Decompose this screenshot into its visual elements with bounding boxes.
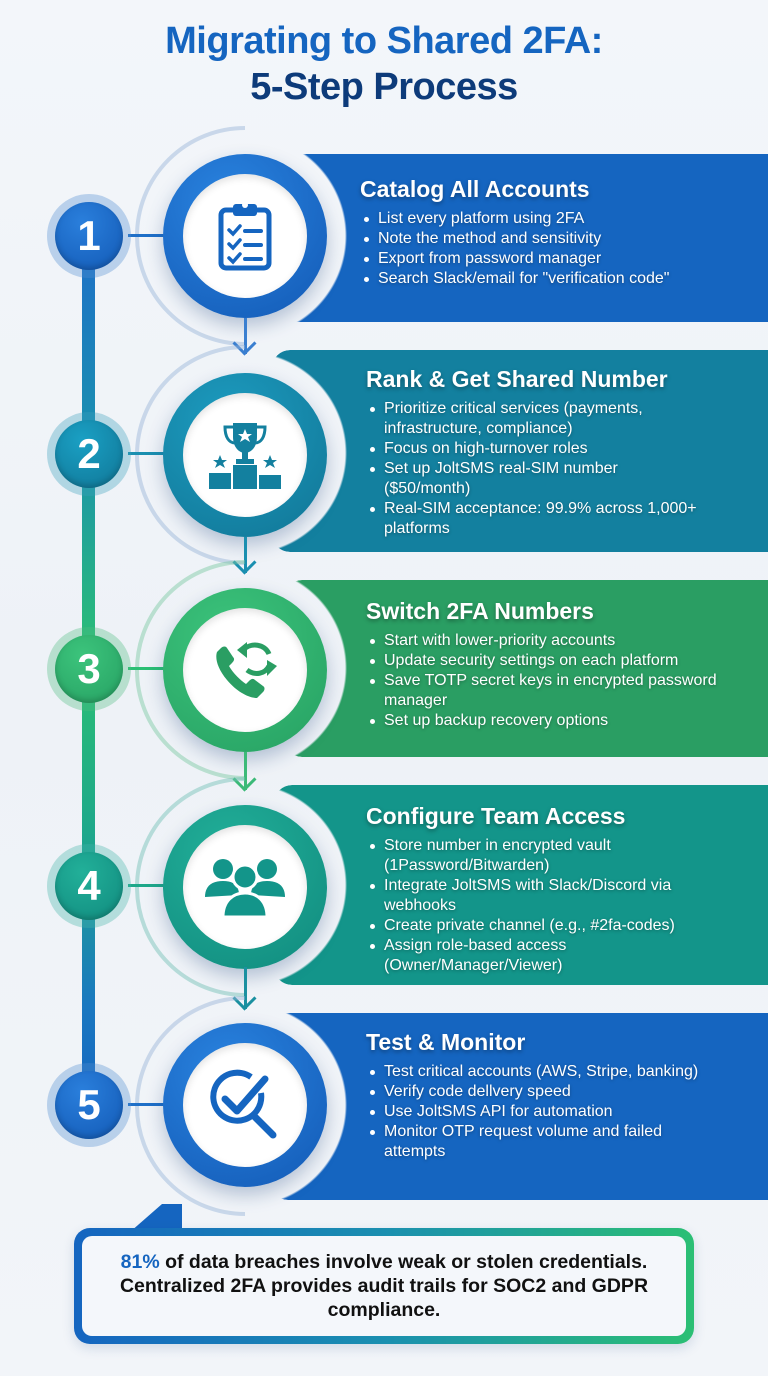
step-3-title: Switch 2FA Numbers	[366, 598, 594, 624]
list-item: Test critical accounts (AWS, Stripe, ban…	[366, 1062, 716, 1082]
list-item: Integrate JoltSMS with Slack/Discord via…	[366, 876, 726, 916]
list-item: Use JoltSMS API for automation	[366, 1102, 716, 1122]
step-1-bullets: List every platform using 2FA Note the m…	[360, 209, 768, 289]
step-2-bullets: Prioritize critical services (payments, …	[366, 399, 706, 539]
phone-switch-icon	[216, 642, 277, 698]
list-item: Start with lower-priority accounts	[366, 631, 726, 651]
footer-callout: 81% of data breaches involve weak or sto…	[74, 1228, 694, 1344]
list-item: Assign role-based access (Owner/Manager/…	[366, 936, 726, 976]
footer-callout-tail	[130, 1204, 182, 1232]
step-1-panel: Catalog All Accounts List every platform…	[270, 154, 768, 322]
step-4-panel: Configure Team Access Store number in en…	[274, 785, 768, 985]
step-4-title: Configure Team Access	[366, 803, 626, 829]
step-5-panel: Test & Monitor Test critical accounts (A…	[270, 1013, 768, 1200]
step-3-icon-circle	[163, 588, 327, 752]
page-title: Migrating to Shared 2FA: 5-Step Process	[0, 18, 768, 110]
list-item: List every platform using 2FA	[360, 209, 768, 229]
list-item: Export from password manager	[360, 249, 768, 269]
trophy-podium-icon	[209, 423, 281, 489]
footer-body: of data breaches involve weak or stolen …	[119, 1251, 649, 1321]
title-line-2: 5-Step Process	[250, 66, 518, 108]
step-4-bullets: Store number in encrypted vault (1Passwo…	[366, 836, 726, 976]
step-4-connector	[128, 884, 168, 887]
list-item: Store number in encrypted vault (1Passwo…	[366, 836, 726, 876]
step-5-number-badge: 5	[47, 1063, 131, 1147]
step-5-icon-circle	[163, 1023, 327, 1187]
list-item: Save TOTP secret keys in encrypted passw…	[366, 671, 726, 711]
list-item: Prioritize critical services (payments, …	[366, 399, 706, 439]
step-3-arrow-icon	[244, 752, 247, 790]
clipboard-checklist-icon	[218, 202, 272, 271]
footer-stat: 81%	[120, 1251, 160, 1273]
step-2-title: Rank & Get Shared Number	[366, 366, 668, 392]
list-item: Verify code dellvery speed	[366, 1082, 716, 1102]
list-item: Update security settings on each platfor…	[366, 651, 726, 671]
team-users-icon	[205, 859, 285, 919]
step-4-arrow-icon	[244, 967, 247, 1009]
step-2-arrow-icon	[244, 537, 247, 573]
step-1-icon-circle	[163, 154, 327, 318]
step-3-number-badge: 3	[47, 627, 131, 711]
step-4-number-badge: 4	[47, 844, 131, 928]
step-2-panel: Rank & Get Shared Number Prioritize crit…	[272, 350, 768, 552]
title-line-1: Migrating to Shared 2FA:	[165, 20, 603, 62]
list-item: Focus on high-turnover roles	[366, 439, 706, 459]
step-5-connector	[128, 1103, 168, 1106]
footer-text: 81% of data breaches involve weak or sto…	[96, 1250, 672, 1322]
step-3-connector	[128, 667, 168, 670]
step-2-number-badge: 2	[47, 412, 131, 496]
list-item: Search Slack/email for "verification cod…	[360, 269, 768, 289]
step-1-connector	[128, 234, 168, 237]
step-3-panel: Switch 2FA Numbers Start with lower-prio…	[284, 580, 768, 757]
list-item: Set up backup recovery options	[366, 711, 726, 731]
search-check-icon	[210, 1069, 277, 1139]
step-2-icon-circle	[163, 373, 327, 537]
step-3-bullets: Start with lower-priority accounts Updat…	[366, 631, 726, 731]
list-item: Set up JoltSMS real-SIM number ($50/mont…	[366, 459, 706, 499]
list-item: Note the method and sensitivity	[360, 229, 768, 249]
list-item: Real-SIM acceptance: 99.9% across 1,000+…	[366, 499, 706, 539]
step-4-icon-circle	[163, 805, 327, 969]
list-item: Create private channel (e.g., #2fa-codes…	[366, 916, 726, 936]
step-1-title: Catalog All Accounts	[360, 176, 590, 202]
step-1-arrow-icon	[244, 318, 247, 354]
step-1-number-badge: 1	[47, 194, 131, 278]
step-5-title: Test & Monitor	[366, 1029, 526, 1055]
step-2-connector	[128, 452, 168, 455]
list-item: Monitor OTP request volume and failed at…	[366, 1122, 716, 1162]
step-5-bullets: Test critical accounts (AWS, Stripe, ban…	[366, 1062, 716, 1162]
